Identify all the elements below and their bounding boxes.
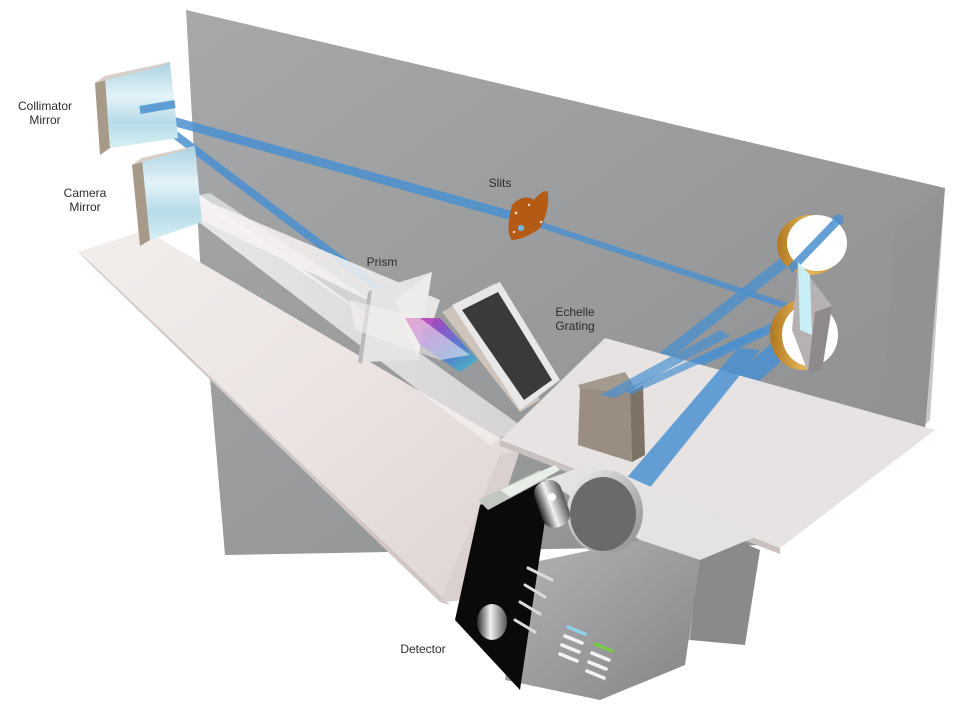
label-line: Prism	[366, 255, 398, 269]
detector	[455, 462, 760, 700]
label-line: Mirror	[29, 113, 61, 127]
fold-block	[578, 328, 770, 462]
collimator-mirror	[95, 62, 178, 155]
label-camera-mirror: Camera Mirror	[55, 186, 115, 214]
label-line: Camera	[63, 186, 107, 200]
label-line: Detector	[400, 642, 446, 656]
label-line: Grating	[555, 319, 595, 333]
label-slits: Slits	[480, 176, 520, 190]
label-echelle-grating: Echelle Grating	[540, 305, 610, 333]
upper-fold-mirror	[777, 215, 847, 275]
label-line: Mirror	[69, 200, 101, 214]
label-detector: Detector	[388, 642, 458, 656]
beam-through-prism	[350, 300, 470, 360]
label-line: Collimator	[17, 99, 72, 113]
label-line: Slits	[488, 176, 512, 190]
label-line: Echelle	[555, 305, 595, 319]
echelle-grating	[442, 282, 560, 412]
label-prism: Prism	[360, 255, 404, 269]
label-collimator-mirror: Collimator Mirror	[10, 99, 80, 127]
cross-disperser-mount	[792, 262, 832, 372]
camera-mirror	[132, 146, 202, 246]
slits-plate	[508, 191, 549, 240]
